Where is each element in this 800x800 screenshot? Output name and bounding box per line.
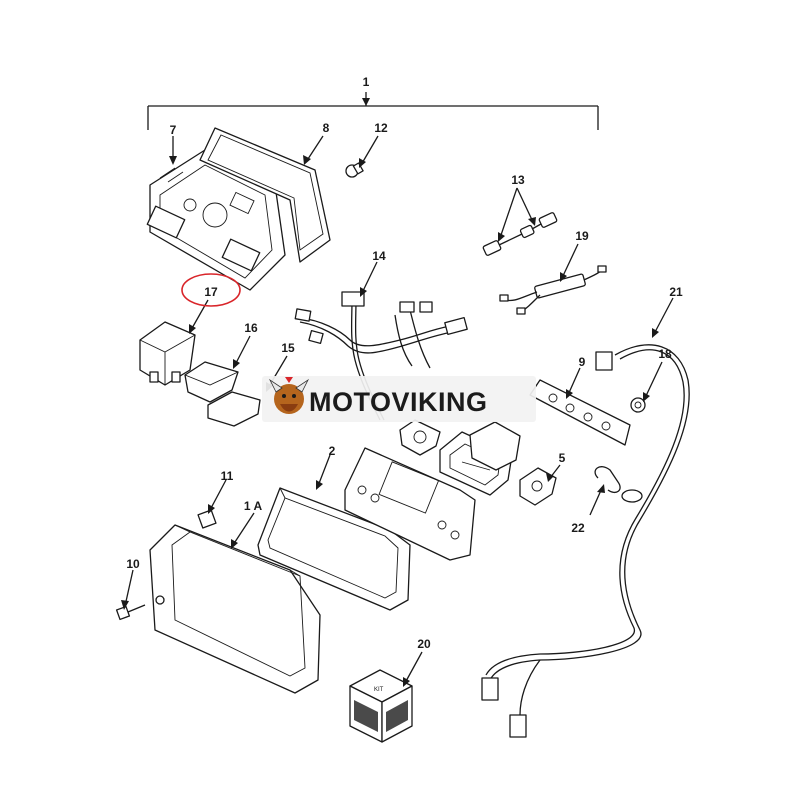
callout-21: 21 [669,285,683,299]
callout-19: 19 [575,229,589,243]
callout-10: 10 [126,557,140,571]
part-11-clip [197,509,217,529]
viking-logo-icon [268,377,310,414]
part-18-grommet [630,397,646,413]
callout-labels: 1 2 1 A 5 7 8 9 10 11 12 13 14 15 16 17 … [126,75,683,651]
part-13-bulb-holders [482,212,558,256]
part-1a-front-bezel [149,524,321,694]
part-17-switch [139,321,196,386]
part-20-kit-box: KIT [349,669,413,743]
part-21-long-harness [481,344,690,738]
kit-label: KIT [374,687,384,693]
dial-face-plate [344,447,476,561]
part-12-bulb [345,162,364,178]
callout-7: 7 [170,123,177,137]
part-9-mounting-plate [529,379,631,446]
callout-2: 2 [329,444,336,458]
watermark-text: MOTOVIKING [309,387,488,417]
leader-lines [121,135,674,687]
callout-12: 12 [374,121,388,135]
callout-9: 9 [579,355,586,369]
watermark: MOTOVIKING [262,376,536,422]
part-16-cover [184,361,239,403]
gauges-cluster [399,419,521,496]
part-14-main-harness [294,291,468,421]
callout-15: 15 [281,341,295,355]
callout-11: 11 [221,469,234,483]
callout-1a: 1 A [244,499,263,513]
part-19-harness [499,265,607,315]
callout-8: 8 [323,121,330,135]
part-5-small-switch [519,467,557,506]
callout-1: 1 [363,75,370,89]
callout-14: 14 [372,249,386,263]
callout-5: 5 [559,451,566,465]
callout-20: 20 [417,637,431,651]
callout-22: 22 [571,521,585,535]
assembly-bracket [147,92,599,130]
part-22-clip [594,466,621,494]
callout-13: 13 [511,173,525,187]
callout-16: 16 [244,321,258,335]
part-8-gasket-frame [199,127,331,263]
callout-18: 18 [658,347,672,361]
part-15-label [207,391,261,427]
callout-17: 17 [204,285,218,299]
part-10-screw [115,604,146,621]
part-2-lens-frame [257,487,411,611]
highlight-circle [181,273,241,307]
